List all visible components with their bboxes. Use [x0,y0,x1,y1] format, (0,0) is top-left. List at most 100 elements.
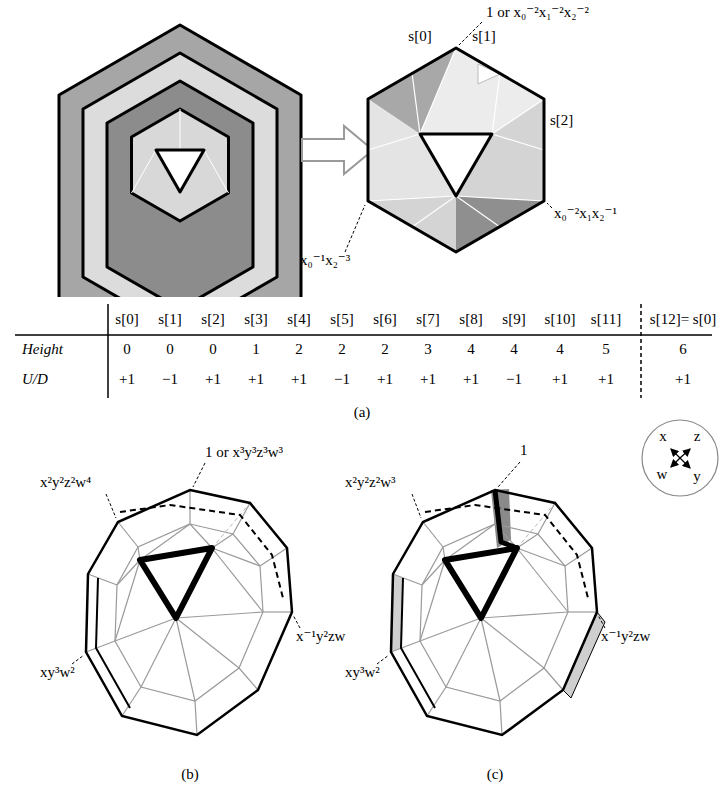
table-cell: +1 [119,371,135,388]
panel-label: (c) [487,766,504,783]
polyhedron-c-part [563,612,605,698]
table-header: s[7] [416,311,439,328]
table-cell: 1 [252,341,260,358]
table-cell: −1 [162,371,178,388]
vertex-label: x⁻¹y²zw [601,628,650,645]
table-rules-part [107,304,109,398]
leader-lines-part [412,494,421,518]
table-cell: +1 [248,371,264,388]
table-cell: +1 [598,371,614,388]
table-cell: 2 [338,341,346,358]
table-cell: +1 [552,371,568,388]
leader-lines-part [193,463,205,487]
leader-lines-part [377,655,389,664]
polyhedron-b-part [86,490,292,735]
detail-hexagon [368,48,544,252]
table-cell: −1 [334,371,350,388]
table-header: s[5] [330,311,353,328]
axis-compass-part-part [680,449,690,458]
polyhedron-c [391,489,605,735]
leader-lines [72,462,605,664]
hexagon-stack-part [132,109,229,221]
table-header: s[0] [115,311,138,328]
table-cell: 0 [123,341,131,358]
polyhedron-c-part [495,490,517,548]
table-header: s[8] [459,311,482,328]
axis-label: z [694,428,701,445]
table-cell: 4 [556,341,564,358]
table-cell: +1 [463,371,479,388]
leader-lines [345,22,552,252]
hexagon-stack [59,25,301,297]
segment-label: s[2] [550,112,573,129]
table-header: s[10] [545,311,576,328]
axis-compass-part [642,420,718,496]
leader-lines-part [72,655,84,664]
polyhedron-b-part [86,490,292,735]
axis-label: x [659,428,667,445]
vertex-label: x²y²z²w⁴ [40,474,91,491]
detail-hexagon-part [420,134,492,196]
detail-hexagon-part-part [492,99,544,134]
vertex-label: x₀⁻²x₁x₂⁻¹ [554,205,617,222]
table-header: s[1] [158,311,181,328]
detail-hexagon-part-part [492,134,544,150]
vertex-label: x⁻¹y²zw [296,628,345,645]
vertex-label: x²y²z²w³ [345,474,395,491]
detail-hexagon-part [368,48,544,227]
hexagon-stack-part-part [132,150,157,193]
detail-hexagon-part-part [420,48,456,134]
vertex-label: 1 or x₀⁻²x₁⁻²x₂⁻² [486,4,589,21]
polyhedron-b [86,490,292,735]
table-header: s[4] [287,311,310,328]
table-header: s[6] [373,311,396,328]
detail-hexagon-part-part [456,196,500,227]
table-rules [15,304,712,398]
vertex-label: 1 [520,442,528,459]
hexagon-stack-part [107,81,253,297]
leader-lines-part [106,494,116,518]
axis-compass-part [671,449,690,468]
panel-label: (a) [354,404,371,421]
table-header: s[2] [201,311,224,328]
vertex-label: xy³w² [40,664,75,681]
segment-label: s[0] [408,28,431,45]
vertex-label: x₀⁻¹x₂⁻³ [300,252,350,269]
table-cell: +1 [675,371,691,388]
hexagon-stack-part-part [180,109,181,150]
leader-lines-part [598,615,605,628]
table-cell: +1 [420,371,436,388]
hexagon-stack-part [59,25,301,297]
vertex-label: 1 or x³y³z³w³ [205,444,283,461]
detail-hexagon-part [368,48,544,252]
table-header: s[9] [502,311,525,328]
table-cell: +1 [291,371,307,388]
axis-compass-part-part [680,458,690,468]
leader-lines-part [547,203,552,208]
table-cell: 2 [381,341,389,358]
axis-label: y [693,468,701,485]
detail-hexagon-part-part [368,134,420,150]
polyhedron-c-part [391,490,597,735]
table-header: s[3] [244,311,267,328]
table-cell: +1 [205,371,221,388]
table-cell: 0 [209,341,217,358]
detail-hexagon-part-part [412,73,420,134]
table-cell: 4 [510,341,518,358]
hexagon-stack-part [132,109,229,193]
row-header: U/D [22,371,48,388]
table-cell: 3 [424,341,432,358]
table-cell: 5 [602,341,610,358]
segment-label: s[1] [472,28,495,45]
table-header: s[12]= s[0] [650,311,716,328]
hollow-arrow [302,126,373,174]
table-cell: 4 [467,341,475,358]
detail-hexagon-part-part [492,73,500,134]
table-cell: −1 [506,371,522,388]
axis-compass [642,420,718,496]
leader-lines-part [498,462,520,487]
leader-lines-part [293,615,300,628]
detail-hexagon-part-part [456,196,544,201]
panel-label: (b) [181,766,199,783]
